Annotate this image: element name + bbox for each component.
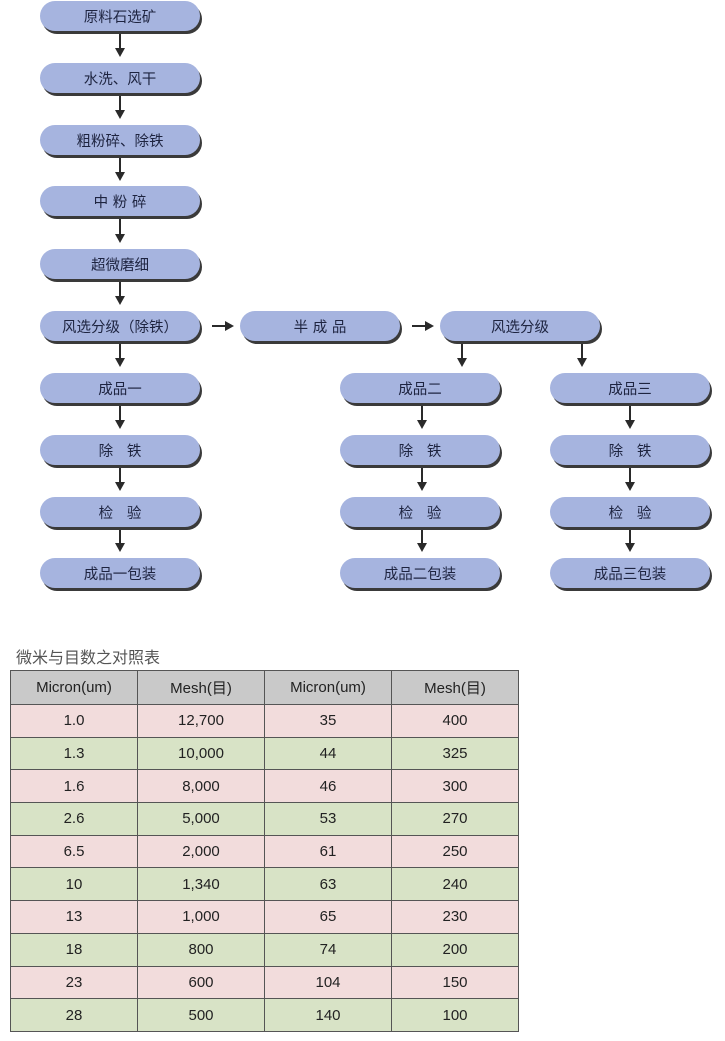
table-cell: 63 [264, 867, 392, 902]
table-cell: 12,700 [137, 704, 265, 738]
table-cell: 8,000 [137, 769, 265, 804]
step-raw-ore-selection: 原料石选矿 [40, 1, 200, 31]
table-cell: 10,000 [137, 736, 265, 771]
table-cell: 65 [264, 900, 392, 934]
table-title: 微米与目数之对照表 [16, 648, 161, 667]
table-cell: 600 [137, 965, 265, 1000]
table-cell: 2.6 [10, 802, 138, 836]
table-cell: 1,340 [137, 867, 265, 902]
table-cell: 23 [10, 965, 138, 1000]
table-cell: 28 [10, 998, 138, 1032]
column-header: Mesh(目) [137, 670, 265, 705]
step-second-air-classification: 风选分级 [440, 311, 600, 341]
table-cell: 5,000 [137, 802, 265, 836]
column-header: Mesh(目) [391, 670, 519, 705]
step-ultrafine-grinding: 超微磨细 [40, 249, 200, 279]
step-product-one-packaging: 成品一包装 [40, 558, 200, 588]
table-header-row: Micron(um) Mesh(目) Micron(um) Mesh(目) [10, 670, 519, 705]
table-cell: 1.6 [10, 769, 138, 804]
process-flow-diagram: 原料石选矿 水洗、风干 粗粉碎、除铁 中 粉 碎 超微磨细 风选分级（除铁） 成… [40, 1, 710, 588]
step-product-three-iron-removal: 除 铁 [550, 435, 710, 465]
table-cell: 10 [10, 867, 138, 902]
table-cell: 46 [264, 769, 392, 804]
table-cell: 230 [391, 900, 519, 934]
step-product-one-inspection: 检 验 [40, 497, 200, 527]
table-cell: 53 [264, 802, 392, 836]
column-header: Micron(um) [10, 670, 138, 705]
table-cell: 270 [391, 802, 519, 836]
table-cell: 140 [264, 998, 392, 1032]
table-cell: 1.0 [10, 704, 138, 738]
table-cell: 61 [264, 834, 392, 869]
step-wash-dry: 水洗、风干 [40, 63, 200, 93]
step-semi-product: 半 成 品 [240, 311, 400, 341]
table-cell: 35 [264, 704, 392, 738]
table-cell: 400 [391, 704, 519, 738]
micron-mesh-table: Micron(um) Mesh(目) Micron(um) Mesh(目) 1.… [10, 670, 519, 1032]
step-air-classification-iron-removal: 风选分级（除铁） [40, 311, 200, 341]
table-cell: 240 [391, 867, 519, 902]
table-cell: 250 [391, 834, 519, 869]
step-product-three: 成品三 [550, 373, 710, 403]
table-cell: 2,000 [137, 834, 265, 869]
table-cell: 1.3 [10, 736, 138, 771]
table-cell: 325 [391, 736, 519, 771]
step-product-two-inspection: 检 验 [340, 497, 500, 527]
step-product-two: 成品二 [340, 373, 500, 403]
table-cell: 500 [137, 998, 265, 1032]
table-cell: 104 [264, 965, 392, 1000]
table-cell: 18 [10, 932, 138, 967]
table-cell: 74 [264, 932, 392, 967]
table-cell: 100 [391, 998, 519, 1032]
step-product-three-inspection: 检 验 [550, 497, 710, 527]
table-cell: 200 [391, 932, 519, 967]
column-header: Micron(um) [264, 670, 392, 705]
table-cell: 13 [10, 900, 138, 934]
step-product-three-packaging: 成品三包装 [550, 558, 710, 588]
step-product-one-iron-removal: 除 铁 [40, 435, 200, 465]
table-cell: 150 [391, 965, 519, 1000]
step-medium-crush: 中 粉 碎 [40, 186, 200, 216]
table-cell: 6.5 [10, 834, 138, 869]
table-cell: 1,000 [137, 900, 265, 934]
step-coarse-crush-iron-removal: 粗粉碎、除铁 [40, 125, 200, 155]
table-cell: 800 [137, 932, 265, 967]
step-product-two-iron-removal: 除 铁 [340, 435, 500, 465]
step-product-two-packaging: 成品二包装 [340, 558, 500, 588]
step-product-one: 成品一 [40, 373, 200, 403]
table-cell: 44 [264, 736, 392, 771]
table-cell: 300 [391, 769, 519, 804]
